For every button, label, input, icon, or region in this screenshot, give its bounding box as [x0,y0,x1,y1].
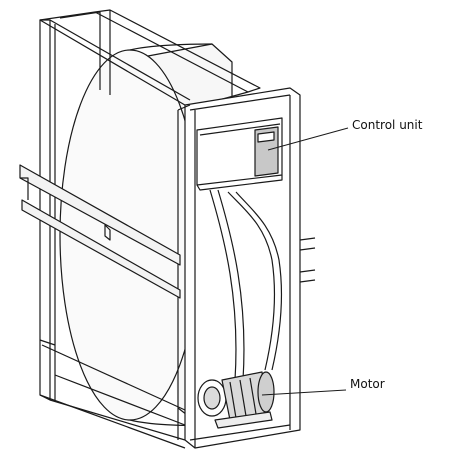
control-unit-leader-line [267,127,349,151]
motor-leader-line [261,389,347,396]
motor-label: Motor [350,377,385,391]
leader-lines [261,127,349,396]
drive-belt [209,189,283,381]
motor [197,371,275,429]
control-unit-box [196,117,283,191]
casing-frame [39,9,261,449]
control-unit-label: Control unit [352,118,423,132]
side-brackets [19,164,316,299]
